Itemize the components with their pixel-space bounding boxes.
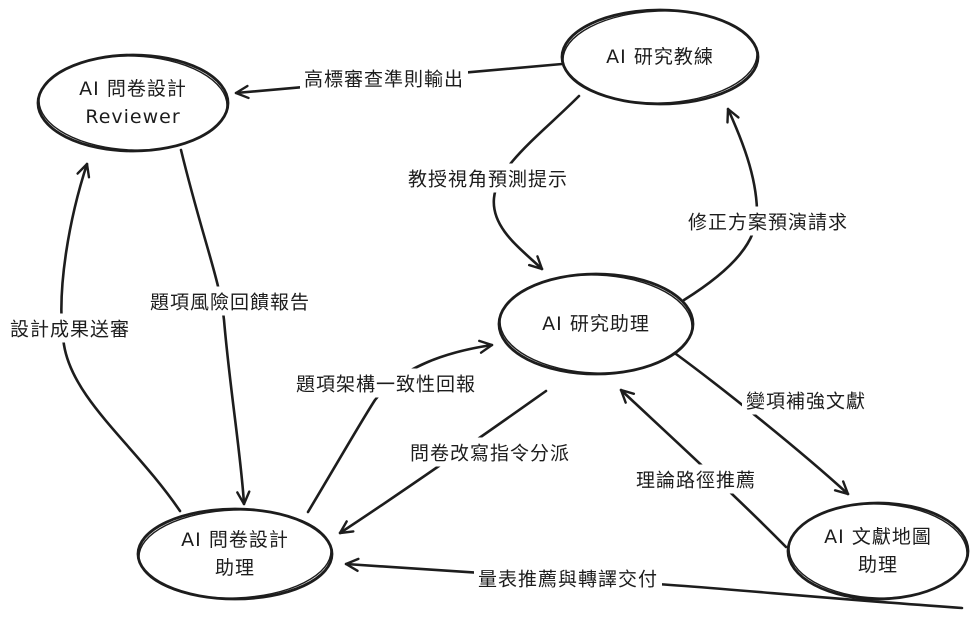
edge-label-theory-path-recommendation: 理論路徑推薦 (631, 464, 761, 494)
node-ellipse-research-coach (560, 8, 760, 106)
edge-label-item-structure-consistency: 題項架構一致性回報 (291, 368, 481, 398)
edge-label-rewrite-instruction-dispatch: 問卷改寫指令分派 (405, 437, 575, 467)
node-label-line: AI 研究助理 (542, 313, 650, 335)
edge-label-professor-view-hint: 教授視角預測提示 (403, 163, 573, 193)
node-label-survey-assistant: AI 問卷設計 助理 (181, 526, 289, 582)
node-label-line: AI 研究教練 (606, 46, 714, 68)
edge-label-review-criteria-output: 高標審查準則輸出 (299, 63, 469, 93)
edge-label-item-risk-feedback: 題項風險回饋報告 (145, 286, 315, 316)
node-label-litmap-assistant: AI 文獻地圖 助理 (824, 523, 932, 579)
node-label-line: AI 文獻地圖 (824, 526, 932, 548)
edge-assistant-to-litmap (674, 352, 850, 496)
edge-label-revision-rehearsal-request: 修正方案預演請求 (683, 206, 853, 236)
node-label-line: Reviewer (85, 106, 181, 128)
node-ellipse-litmap-assistant (786, 501, 970, 601)
edge-label-design-submission: 設計成果送審 (5, 313, 135, 343)
edge-survey-assistant-to-reviewer (60, 162, 182, 513)
edge-assistant-to-coach (682, 107, 759, 302)
node-label-survey-reviewer: AI 問卷設計 Reviewer (79, 75, 187, 131)
node-ellipse-survey-reviewer (36, 53, 230, 153)
edge-label-scale-recommendation-delivery: 量表推薦與轉譯交付 (473, 563, 663, 593)
edge-survey-assistant-to-assistant (306, 339, 494, 514)
node-label-line: AI 問卷設計 (181, 529, 289, 551)
node-label-research-coach: AI 研究教練 (606, 43, 714, 71)
edge-label-variable-literature: 變項補強文獻 (741, 385, 871, 415)
edge-reviewer-to-survey-assistant (179, 148, 251, 506)
node-label-line: 助理 (214, 557, 255, 579)
node-label-line: AI 問卷設計 (79, 78, 187, 100)
node-ellipse-research-assistant (497, 272, 695, 376)
edge-coach-to-assistant (492, 94, 581, 271)
node-label-research-assistant: AI 研究助理 (542, 310, 650, 338)
node-label-line: 助理 (857, 554, 898, 576)
node-ellipse-survey-assistant (136, 507, 334, 601)
